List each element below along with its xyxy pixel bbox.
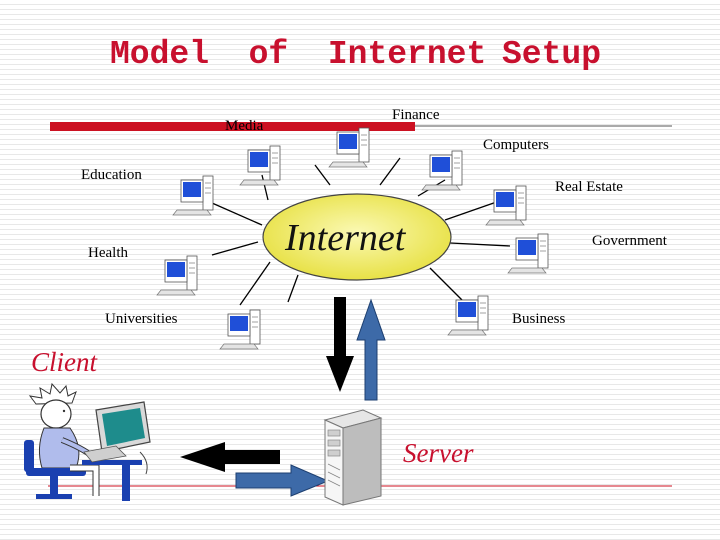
- title-part-2: Setup: [502, 36, 602, 73]
- client-user-icon: [24, 382, 151, 501]
- health-computer-icon: [156, 255, 198, 296]
- left-arrow-icon: [180, 442, 280, 472]
- title-part-1: Model of Internet: [110, 36, 487, 73]
- network-links: [211, 157, 511, 306]
- server-label: Server: [403, 438, 474, 468]
- internet-label: Internet: [285, 217, 406, 259]
- link-government: [449, 242, 511, 247]
- link-education-pc: [261, 174, 269, 201]
- link-universities: [287, 274, 299, 303]
- finance-computer-icon: [328, 127, 370, 168]
- link-finance: [379, 157, 401, 186]
- down-arrow-icon: [326, 297, 354, 392]
- education-computer-icon: [172, 175, 214, 216]
- business-label: Business: [512, 311, 566, 327]
- link-health: [211, 241, 259, 256]
- link-education: [211, 202, 263, 226]
- computers-computer-icon: [421, 150, 463, 191]
- government-label: Government: [592, 233, 667, 249]
- education-label: Education: [81, 167, 142, 183]
- universities-computer-icon: [219, 309, 261, 350]
- server-icon: [323, 409, 383, 506]
- right-arrow-icon: [235, 464, 330, 497]
- real-estate-computer-icon: [485, 185, 527, 226]
- government-computer-icon: [507, 233, 549, 274]
- title-accent-bar: [50, 122, 415, 131]
- computers-label: Computers: [483, 137, 549, 153]
- health-label: Health: [88, 245, 128, 261]
- link-media: [314, 164, 331, 186]
- business-computer-icon: [447, 295, 489, 336]
- media-label: Media: [225, 118, 264, 134]
- real-estate-label: Real Estate: [555, 179, 623, 195]
- finance-label: Finance: [392, 107, 440, 123]
- up-arrow-icon: [356, 298, 386, 401]
- media-computer-icon: [239, 145, 281, 186]
- link-business: [429, 267, 463, 301]
- client-label: Client: [31, 347, 97, 377]
- link-universities-pc: [239, 261, 271, 306]
- internet-hub: [262, 193, 452, 281]
- universities-label: Universities: [105, 311, 178, 327]
